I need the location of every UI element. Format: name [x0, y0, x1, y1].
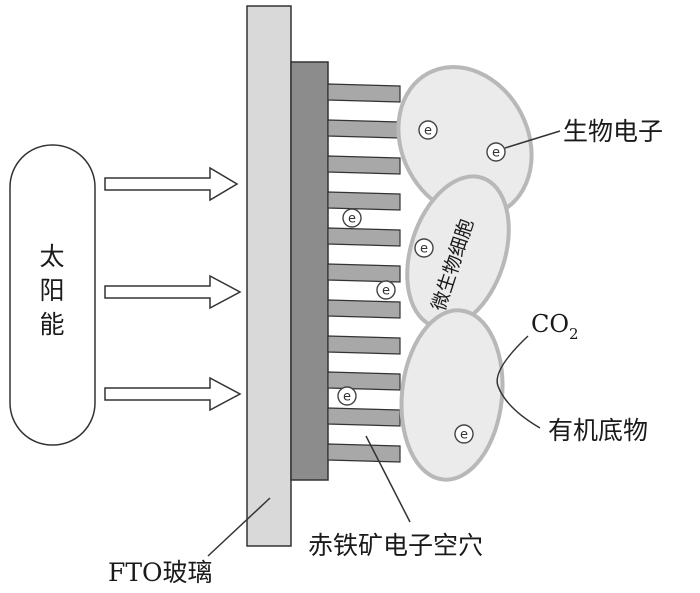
light-arrow-middle	[104, 274, 242, 310]
svg-text:e: e	[348, 212, 356, 227]
sun-label-3: 能	[39, 310, 64, 339]
electron-2: e	[486, 142, 506, 162]
hematite-nanorods	[327, 83, 401, 463]
fto-glass-label: FTO玻璃	[108, 558, 213, 587]
nanorod	[327, 191, 401, 211]
hematite-leader	[365, 435, 411, 523]
svg-text:e: e	[382, 284, 390, 299]
electron-6: e	[337, 386, 357, 406]
sun-label-1: 太	[39, 242, 64, 271]
sun-label-2: 阳	[39, 276, 64, 305]
nanorod	[327, 407, 401, 427]
nanorod	[327, 443, 401, 463]
electron-1: e	[418, 120, 438, 140]
organic-substrate-label: 有机底物	[548, 416, 648, 445]
nanorod	[327, 227, 401, 247]
light-arrow-top	[104, 166, 239, 202]
svg-text:e: e	[424, 124, 432, 139]
light-arrow-bottom	[104, 376, 242, 412]
svg-text:e: e	[420, 242, 428, 257]
svg-text:e: e	[492, 146, 500, 161]
nanorod	[327, 83, 401, 103]
nanorod	[327, 371, 401, 391]
electron-4: e	[414, 238, 434, 258]
svg-text:e: e	[343, 390, 351, 405]
hematite-layer	[290, 61, 329, 481]
nanorod	[327, 155, 401, 175]
sun-capsule	[9, 144, 96, 446]
bio-electron-leader	[504, 130, 561, 149]
fto-leader	[207, 497, 271, 557]
fto-glass-plate	[246, 5, 292, 547]
microbe-cell-bottom	[399, 308, 505, 482]
bio-electron-label: 生物电子	[563, 117, 663, 146]
nanorod	[327, 299, 401, 319]
co2-organic-bracket	[496, 335, 541, 429]
co2-label: CO2	[531, 310, 579, 343]
nanorod	[327, 335, 401, 355]
electron-3: e	[342, 208, 362, 228]
nanorod	[327, 119, 401, 139]
electron-7: e	[454, 424, 474, 444]
svg-text:e: e	[460, 428, 468, 443]
hematite-label: 赤铁矿电子空穴	[308, 531, 483, 560]
nanorod	[327, 263, 401, 283]
electron-5: e	[376, 280, 396, 300]
